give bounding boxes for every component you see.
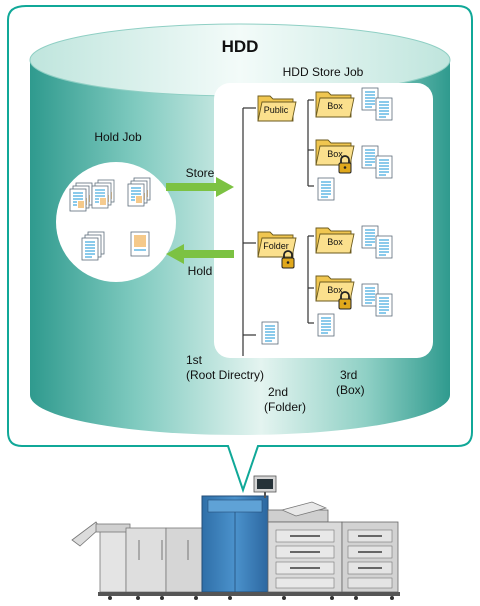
level-2-sublabel: (Folder): [264, 400, 306, 414]
hdd-title: HDD: [222, 37, 259, 56]
hold-job-label: Hold Job: [94, 130, 142, 144]
printer-icon: [71, 475, 400, 600]
hold-arrow: [166, 244, 234, 264]
level-1-label: 1st: [186, 353, 203, 367]
level-3-sublabel: (Box): [336, 383, 365, 397]
box-label-4: Box: [327, 285, 343, 295]
level-2-label: 2nd: [268, 385, 288, 399]
tree-lines: [242, 99, 314, 356]
level-3-label: 3rd: [340, 368, 357, 382]
box-label-2: Box: [327, 149, 343, 159]
hold-job-documents: [70, 178, 150, 260]
folder-label-public: Public: [264, 105, 289, 115]
store-arrow-label: Store: [186, 166, 215, 180]
box-label-1: Box: [327, 101, 343, 111]
level-1-sublabel: (Root Directry): [186, 368, 264, 382]
store-arrow: [166, 177, 234, 197]
store-job-label: HDD Store Job: [283, 65, 364, 79]
hold-job-circle: [56, 162, 176, 282]
level-labels: 1st (Root Directry) 2nd (Folder) 3rd (Bo…: [186, 353, 365, 414]
box-label-3: Box: [327, 237, 343, 247]
hold-arrow-label: Hold: [188, 264, 213, 278]
folder-label-folder: Folder: [263, 241, 289, 251]
